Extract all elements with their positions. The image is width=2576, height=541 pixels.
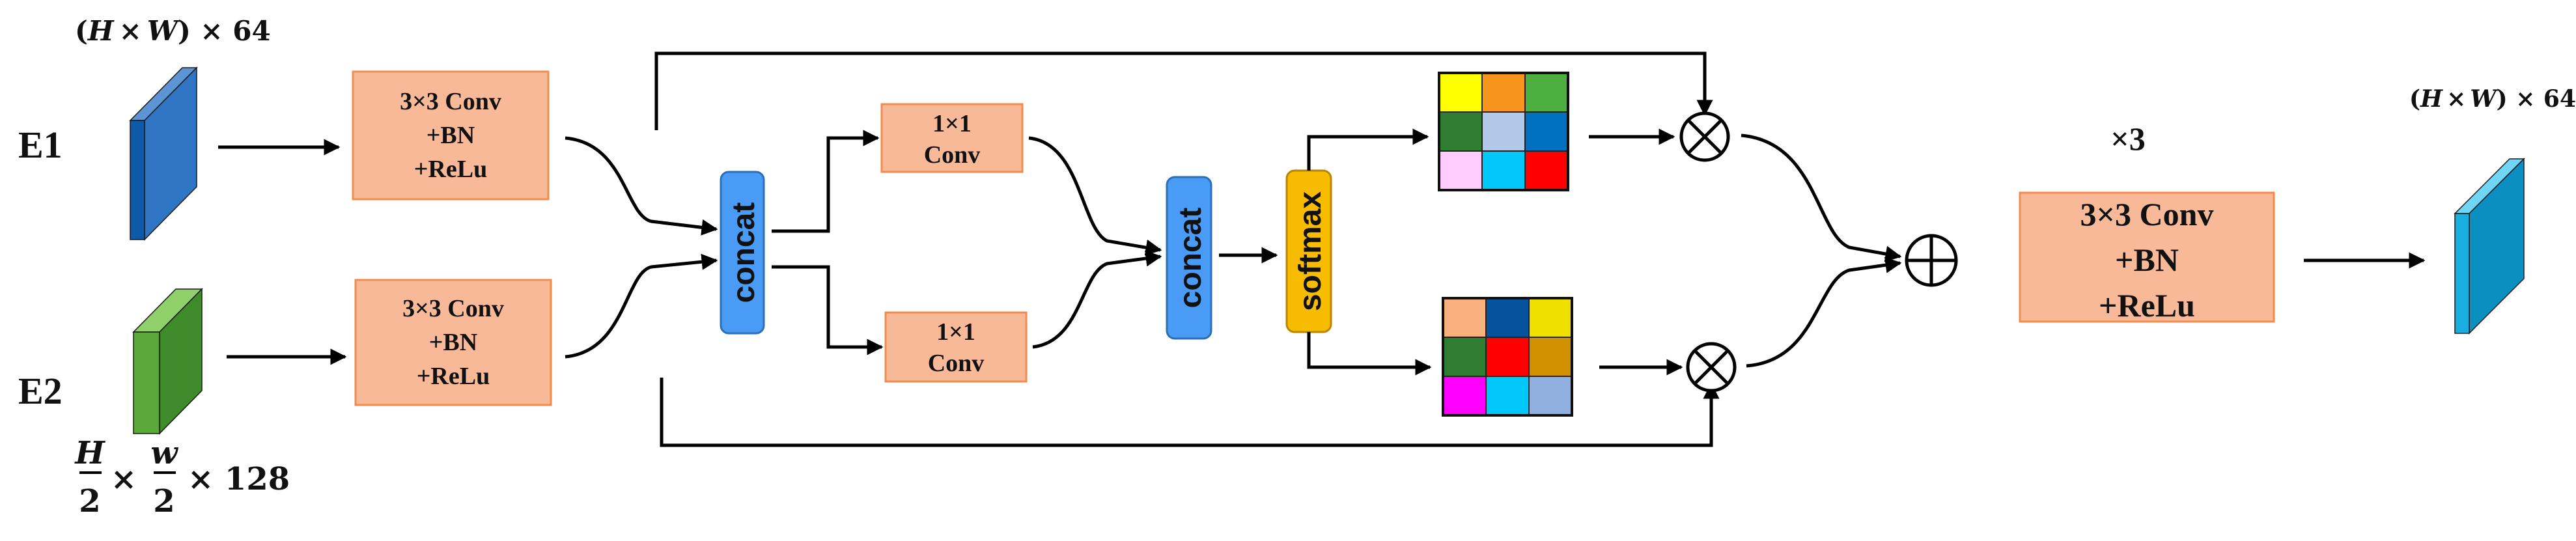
svg-text:1×1: 1×1 (932, 110, 972, 137)
svg-text:concat: concat (727, 202, 761, 303)
attention-grid-border (1442, 297, 1573, 417)
output-dimension-label: (H×W) × 64 (2409, 85, 2576, 113)
softmax-block: softmax (1285, 169, 1332, 333)
attention-cell (1528, 298, 1573, 338)
conv1-top-block: 1×1 Conv (880, 103, 1024, 173)
svg-text:3×3 Conv: 3×3 Conv (400, 88, 501, 115)
conv3-final-block: 3×3 Conv +BN +ReLu (2019, 191, 2275, 324)
attention-cell (1528, 376, 1573, 416)
svg-text:H: H (74, 435, 105, 471)
curve-multiply-top-to-add (1741, 133, 1902, 262)
attention-cell (1485, 298, 1530, 338)
add-icon (1905, 234, 1958, 287)
attention-grid-border (1438, 72, 1569, 191)
svg-text:+BN: +BN (429, 329, 477, 356)
attention-cell (1438, 111, 1483, 152)
svg-text:Conv: Conv (924, 141, 981, 169)
svg-text:Conv: Conv (928, 350, 985, 377)
e2-label: E2 (18, 370, 63, 412)
attention-cell (1524, 111, 1569, 152)
e1-dimension-label: (H×W) × 64 (75, 15, 271, 47)
attention-map-bottom-grid (1442, 297, 1573, 417)
arrow-softmax-to-bottom-grid (1307, 332, 1432, 376)
curve-conv1-bottom-to-concat (1032, 250, 1162, 349)
svg-text:×: × (111, 461, 137, 497)
e2-dimension-label: H 2 × w 2 × 128 (74, 435, 290, 520)
svg-text:softmax: softmax (1293, 191, 1328, 311)
multiply-top-icon (1679, 111, 1730, 162)
curve-conv1-top-to-concat (1028, 136, 1162, 256)
attention-cell (1524, 72, 1569, 113)
attention-cell (1442, 376, 1487, 416)
svg-text:+ReLu: +ReLu (417, 363, 490, 390)
svg-text:3×3 Conv: 3×3 Conv (402, 295, 504, 322)
svg-text:+BN: +BN (2115, 242, 2179, 278)
curve-multiply-bottom-to-add (1746, 257, 1902, 368)
attention-cell (1438, 150, 1483, 191)
attention-cell (1528, 337, 1573, 377)
arrow-softmax-to-top-grid (1307, 128, 1429, 171)
attention-cell (1481, 72, 1526, 113)
multiply-bottom-icon (1686, 342, 1737, 393)
e1-label: E1 (18, 124, 63, 166)
svg-text:× 128: × 128 (188, 461, 290, 497)
attention-cell (1524, 150, 1569, 191)
curve-conv3-top-to-concat (565, 136, 718, 236)
svg-text:+BN: +BN (427, 122, 475, 149)
concat-block-2: concat (1166, 176, 1212, 340)
skip-line-top (654, 51, 1713, 130)
repeat-label: ×3 (2110, 120, 2146, 157)
attention-cell (1485, 337, 1530, 377)
svg-text:w: w (150, 435, 178, 471)
attention-cell (1481, 111, 1526, 152)
svg-text:1×1: 1×1 (936, 318, 975, 346)
concat-block-1: concat (720, 171, 765, 335)
e1-feature-map-icon (129, 66, 198, 241)
conv3-top-block: 3×3 Conv +BN +ReLu (352, 70, 550, 201)
svg-text:2: 2 (79, 483, 100, 520)
svg-text:2: 2 (153, 483, 175, 520)
svg-text:3×3 Conv: 3×3 Conv (2080, 196, 2214, 232)
attention-cell (1485, 376, 1530, 416)
conv3-bottom-block: 3×3 Conv +BN +ReLu (354, 279, 552, 406)
e2-feature-map-icon (132, 288, 203, 435)
svg-text:+ReLu: +ReLu (2099, 287, 2195, 324)
attention-cell (1438, 72, 1483, 113)
conv1-bottom-block: 1×1 Conv (884, 311, 1028, 383)
arrow-concat-to-conv1-top (772, 130, 880, 233)
output-feature-map-icon (2454, 158, 2525, 335)
attention-map-top-grid (1438, 72, 1569, 191)
arrow-concat-to-conv1-bottom (772, 265, 884, 355)
skip-line-bottom (660, 378, 1720, 447)
attention-cell (1481, 150, 1526, 191)
curve-conv3-bottom-to-concat (565, 253, 718, 359)
svg-text:+ReLu: +ReLu (414, 156, 487, 183)
attention-cell (1442, 298, 1487, 338)
attention-cell (1442, 337, 1487, 377)
svg-text:concat: concat (1173, 208, 1208, 309)
